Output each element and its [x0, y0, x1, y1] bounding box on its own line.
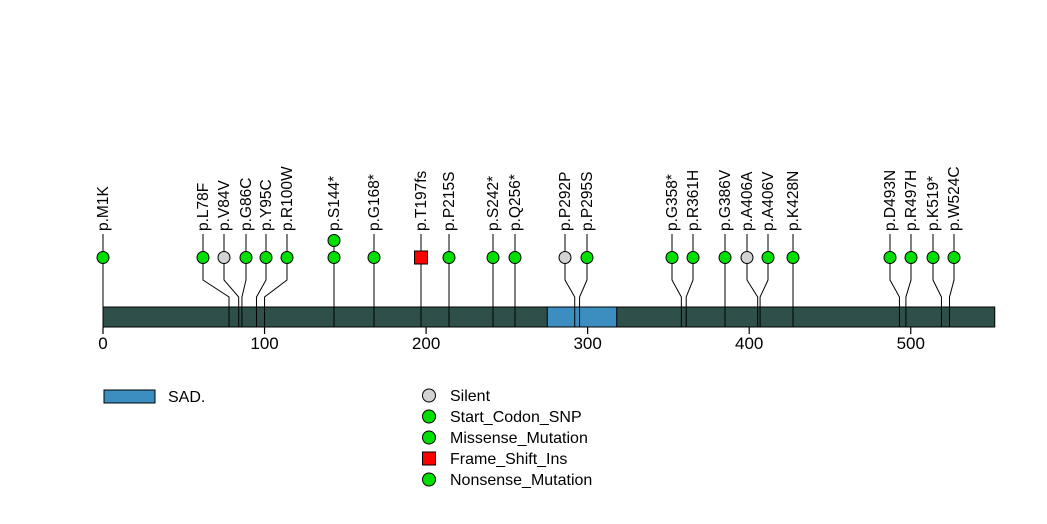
lollipop-p.K428N: p.K428N — [785, 171, 802, 327]
mutation-marker — [196, 251, 210, 264]
mutation-label: p.D493N — [882, 170, 899, 231]
lollipop-p.S242*: p.S242* — [485, 176, 502, 327]
mutation-marker — [883, 251, 897, 264]
mutation-marker — [217, 251, 231, 264]
legend-label-Start_Codon_SNP: Start_Codon_SNP — [450, 409, 582, 426]
lollipop-p.R361H: p.R361H — [685, 170, 702, 327]
mutation-marker — [740, 251, 754, 264]
mutation-label: p.G86C — [238, 178, 255, 231]
mutation-label: p.A406V — [760, 171, 777, 231]
mutation-label: p.G168* — [366, 174, 383, 231]
mutation-label: p.V84V — [216, 179, 233, 231]
mutation-marker — [904, 251, 918, 264]
lollipop-p.R497H: p.R497H — [903, 170, 920, 327]
mutation-label: p.R100W — [279, 166, 296, 231]
mutation-marker — [280, 251, 294, 264]
lollipop-p.R100W: p.R100W — [264, 166, 296, 327]
lollipop-p.G86C: p.G86C — [238, 178, 255, 327]
mutation-marker — [96, 251, 110, 264]
lollipop-p.G168*: p.G168* — [366, 174, 383, 327]
mutation-label: p.K428N — [785, 171, 802, 231]
mutation-marker — [558, 251, 572, 264]
x-tick-label-200: 200 — [412, 334, 440, 353]
lollipop-p.G358*: p.G358* — [664, 174, 682, 327]
lollipop-p.W524C: p.W524C — [946, 166, 963, 327]
lollipop-p.D493N: p.D493N — [882, 170, 900, 327]
legend-domain-swatch — [103, 389, 156, 404]
mutation-label: p.A406A — [739, 171, 756, 231]
lollipop-p.P215S: p.P215S — [441, 172, 458, 327]
legend-domains: SAD. — [103, 389, 205, 406]
mutation-marker — [414, 250, 428, 265]
x-tick-label-400: 400 — [735, 334, 763, 353]
mutation-label: p.R497H — [903, 170, 920, 231]
mutation-label: p.Y95C — [258, 179, 275, 231]
x-tick-label-500: 500 — [897, 334, 925, 353]
mutation-label: p.P215S — [441, 172, 458, 231]
lollipop-p.A406A: p.A406A — [739, 171, 759, 327]
mutation-marker — [580, 251, 594, 264]
lollipop-p.P295S: p.P295S — [579, 172, 596, 327]
mutation-marker — [761, 251, 775, 264]
mutation-label: p.M1K — [95, 186, 112, 231]
lollipop-p.V84V: p.V84V — [216, 179, 240, 327]
mutation-marker — [686, 251, 700, 264]
mutation-label: p.W524C — [946, 166, 963, 231]
mutation-marker — [442, 251, 456, 264]
mutation-label: p.Q256* — [507, 174, 524, 231]
legend-label-Silent: Silent — [450, 388, 491, 405]
mutation-label: p.P292P — [557, 172, 574, 231]
mutation-label: p.G386V — [717, 169, 734, 231]
legend-label-Missense_Mutation: Missense_Mutation — [450, 430, 588, 447]
lollipop-p.P292P: p.P292P — [557, 172, 576, 327]
legend-marker-Missense_Mutation — [422, 430, 436, 445]
mutation-marker — [947, 251, 961, 264]
legend-label-Frame_Shift_Ins: Frame_Shift_Ins — [450, 451, 567, 468]
legend-domain-label: SAD. — [168, 389, 205, 406]
x-tick-label-0: 0 — [98, 334, 107, 353]
legend-marker-Start_Codon_SNP — [422, 409, 436, 424]
mutation-marker — [786, 251, 800, 264]
mutation-label: p.G358* — [664, 174, 681, 231]
x-tick-label-100: 100 — [250, 334, 278, 353]
mutation-marker — [367, 251, 381, 264]
legend-marker-Silent — [422, 388, 436, 403]
mutation-marker — [926, 251, 940, 264]
x-tick-label-300: 300 — [573, 334, 601, 353]
lollipop-p.S144*: p.S144* — [326, 176, 343, 327]
mutation-marker — [486, 251, 500, 264]
mutation-marker — [327, 234, 341, 247]
mutation-label: p.S144* — [326, 176, 343, 231]
mutation-marker — [665, 251, 679, 264]
lollipop-p.Q256*: p.Q256* — [507, 174, 524, 327]
x-axis: 0 100 200 300 400 500 — [98, 327, 925, 353]
mutation-marker — [327, 251, 341, 264]
mutation-marker — [239, 251, 253, 264]
mutation-label: p.P295S — [579, 172, 596, 231]
mutation-label: p.S242* — [485, 176, 502, 231]
mutation-marker — [259, 251, 273, 264]
legend-marker-Nonsense_Mutation — [422, 472, 436, 487]
mutation-label: p.K519* — [925, 176, 942, 231]
mutation-marker — [718, 251, 732, 264]
lollipop-p.L78F: p.L78F — [195, 183, 230, 327]
lollipop-p.K519*: p.K519* — [925, 176, 942, 327]
lollipop-p.A406V: p.A406V — [759, 171, 777, 327]
mutation-label: p.R361H — [685, 170, 702, 231]
mutation-marker — [508, 251, 522, 264]
mutation-label: p.T197fs — [413, 170, 430, 231]
legend-marker-Frame_Shift_Ins — [422, 451, 436, 466]
lollipop-p.M1K: p.M1K — [95, 186, 112, 327]
domain-SAD — [546, 306, 618, 328]
lollipop-p.Y95C: p.Y95C — [255, 179, 275, 327]
mutation-label: p.L78F — [195, 183, 212, 231]
lollipop-p.T197fs: p.T197fs — [413, 170, 430, 327]
lollipop-p.G386V: p.G386V — [717, 169, 734, 327]
legend-label-Nonsense_Mutation: Nonsense_Mutation — [450, 472, 592, 489]
